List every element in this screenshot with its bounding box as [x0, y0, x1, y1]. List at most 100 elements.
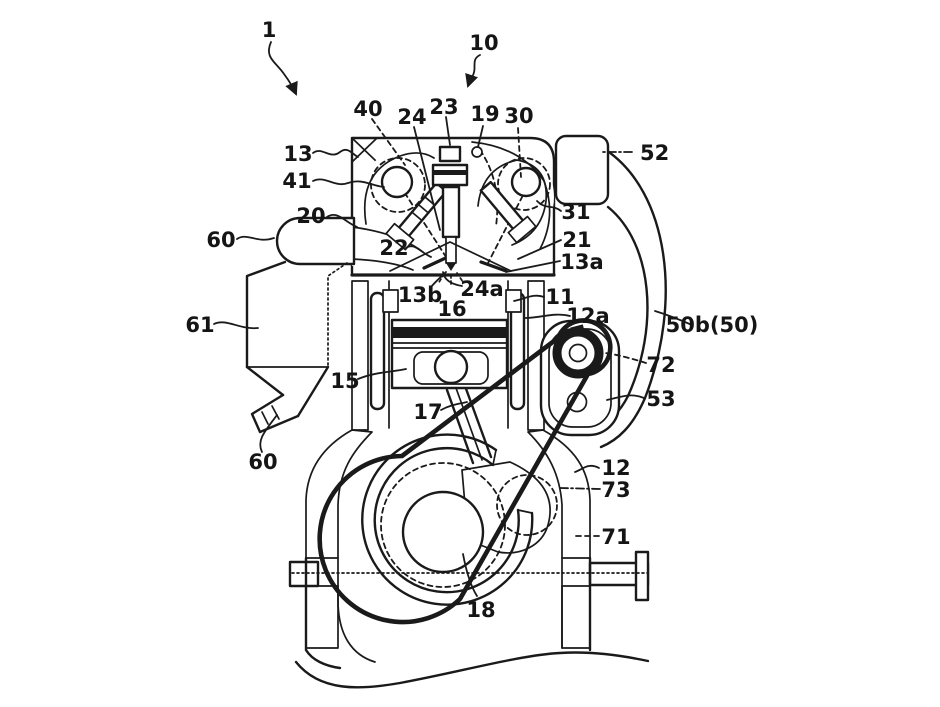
leader-17: [440, 401, 468, 411]
ref-label-73: 73: [601, 478, 630, 502]
leader-60b: [259, 414, 278, 453]
leader-12a: [524, 313, 571, 319]
leader-13b: [430, 271, 447, 288]
leader-30: [517, 127, 522, 178]
plug-terminal: [438, 145, 462, 163]
air-cleaner-left: [245, 260, 287, 369]
ref-label-18: 18: [466, 598, 495, 622]
exhaust-rocker-dashed: [497, 157, 551, 211]
ref-label-22: 22: [379, 236, 408, 260]
leader-61: [213, 321, 259, 330]
leader-60a: [236, 235, 275, 241]
leader-21: [517, 239, 562, 260]
ref-label-20: 20: [296, 204, 325, 228]
crankcase-left-outline: [304, 556, 342, 670]
leader-20: [326, 214, 358, 228]
leader-53: [606, 394, 645, 401]
head-corner-brace-b: [351, 137, 378, 163]
ref-label-13: 13: [283, 142, 312, 166]
bracket-53-pulley-72: [539, 319, 621, 437]
leader-13a: [505, 260, 561, 273]
cylinder-liner-left: [369, 291, 386, 411]
ref-label-31: 31: [561, 200, 590, 224]
ref-label-1: 1: [262, 18, 277, 42]
intake-rocker-pivot: [380, 165, 414, 199]
wrist-pin: [433, 349, 469, 385]
plug-crimp-band: [433, 170, 467, 175]
leader-50b: [654, 310, 693, 326]
exhaust-rocker-pivot: [510, 166, 542, 198]
leader-72: [595, 351, 647, 364]
ref-label-23: 23: [429, 95, 458, 119]
intake-valve: [385, 181, 448, 251]
leader-12: [574, 464, 600, 473]
intake-spring-retainer: [385, 222, 415, 251]
spark-plug-injector: [431, 145, 469, 287]
ref-label-30: 30: [504, 104, 533, 128]
mount-flange-left: [288, 560, 320, 588]
leader-31: [536, 200, 562, 212]
component-box-52: [554, 134, 610, 206]
ref-label-53: 53: [646, 387, 675, 411]
piston-assembly: [390, 318, 509, 390]
crankcase-right-wall: [561, 585, 591, 649]
ref-label-19: 19: [470, 102, 499, 126]
exhaust-port-cavity: [456, 143, 554, 251]
ref-label-12a: 12a: [566, 304, 609, 328]
intake-port-lower: [351, 258, 414, 271]
ref-label-12: 12: [601, 456, 630, 480]
exhaust-valve-face: [479, 260, 508, 273]
ref-label-15: 15: [330, 369, 359, 393]
crank-journal: [401, 490, 485, 574]
leader-13: [312, 148, 359, 158]
ref-label-50b: 50b(50): [666, 313, 759, 337]
spring-tick: [417, 203, 430, 214]
cylinder-head: [350, 136, 556, 287]
leader-19: [477, 125, 484, 148]
head-bolt-left: [382, 289, 399, 313]
conrod-center: [455, 387, 483, 461]
piston-ring-band: [392, 327, 507, 338]
ref-label-21: 21: [562, 228, 591, 252]
ref-label-61: 61: [185, 313, 214, 337]
ref-label-41: 41: [282, 169, 311, 193]
drive-belt: [317, 318, 613, 625]
counterweight-tip-a: [517, 509, 533, 514]
plug-barrel: [441, 185, 461, 239]
air-cleaner-right: [327, 262, 348, 368]
crankcase-left-shoulder: [305, 429, 373, 559]
exhaust-valve: [479, 180, 537, 244]
ref-label-40: 40: [353, 97, 382, 121]
intake-dome-curve: [363, 152, 435, 225]
ref-label-11: 11: [545, 285, 574, 309]
snout-ticks: [261, 405, 280, 425]
leader-23: [445, 116, 451, 146]
ref-label-24a: 24a: [460, 277, 503, 301]
leader-41: [312, 178, 385, 188]
intake-rocker-dashed: [370, 157, 426, 213]
ref-label-52: 52: [640, 141, 669, 165]
plug-nozzle: [445, 236, 457, 264]
crankcase: [288, 429, 650, 689]
ref-label-71: 71: [601, 525, 630, 549]
intake-duct-60: [275, 216, 356, 266]
intake-system: [245, 216, 356, 434]
exhaust-valve-axis: [487, 171, 536, 264]
mount-flange-right-tab: [634, 550, 650, 602]
pulley-72-key: [570, 324, 585, 335]
leader-15: [357, 368, 407, 380]
spring-tick: [411, 211, 423, 222]
crankcase-left-inner: [337, 557, 376, 663]
counterweight-inner-arc: [373, 446, 520, 594]
oil-pan-wavy-line: [294, 651, 650, 689]
pent-roof-lines: [389, 241, 512, 272]
funnel-left: [245, 365, 285, 397]
funnel-right: [296, 365, 330, 418]
outlet-snout-60: [250, 393, 300, 434]
crankpin-path-dashed: [496, 474, 558, 536]
leader-18: [462, 553, 478, 597]
head-block: [350, 136, 556, 277]
ref-label-16: 16: [437, 297, 466, 321]
ref-label-17: 17: [413, 400, 442, 424]
